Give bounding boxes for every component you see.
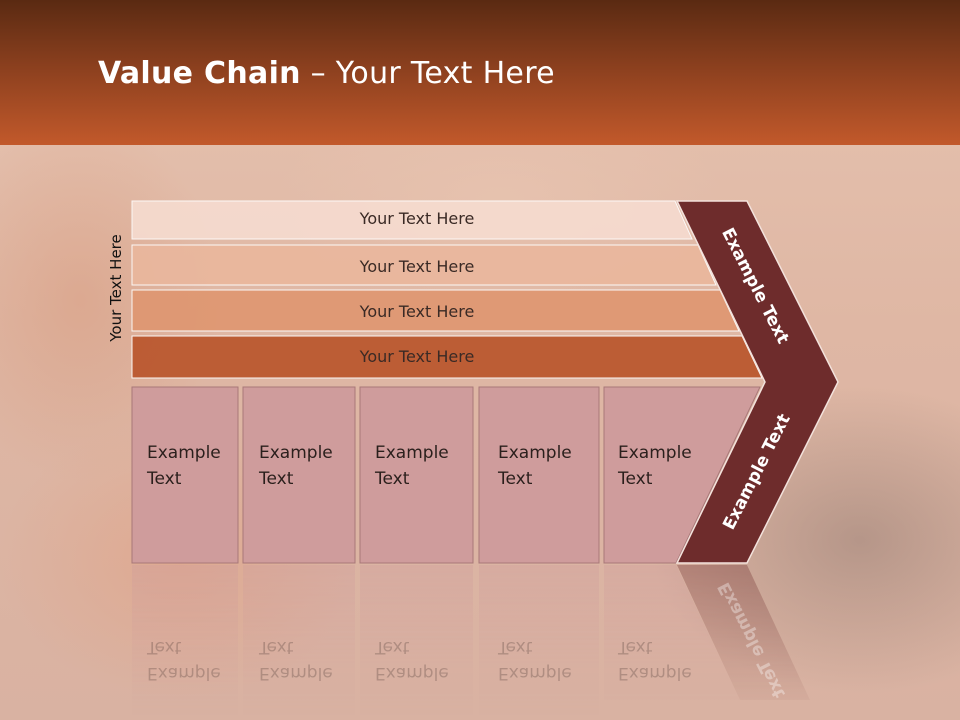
- box-1: [131, 386, 239, 564]
- row-label-4: Your Text Here: [359, 347, 475, 366]
- row-label-2: Your Text Here: [359, 257, 475, 276]
- row-bar-3: [131, 289, 740, 332]
- chevron-arrow: [675, 200, 839, 564]
- row-label-3: Your Text Here: [359, 302, 475, 321]
- title-rest: – Your Text Here: [300, 56, 555, 91]
- box-4: [478, 386, 600, 564]
- box-3: [359, 386, 474, 564]
- row-bar-4: [131, 335, 763, 379]
- box-5: [603, 386, 761, 564]
- reflection: [132, 565, 810, 715]
- header-band: [0, 0, 960, 145]
- row-bar-2: [131, 244, 717, 286]
- row-label-1: Your Text Here: [359, 209, 475, 228]
- row-bar-1: [131, 200, 693, 240]
- title-bold: Value Chain: [98, 56, 301, 91]
- slide-title: Value Chain – Your Text Here: [98, 56, 555, 91]
- box-2: [242, 386, 356, 564]
